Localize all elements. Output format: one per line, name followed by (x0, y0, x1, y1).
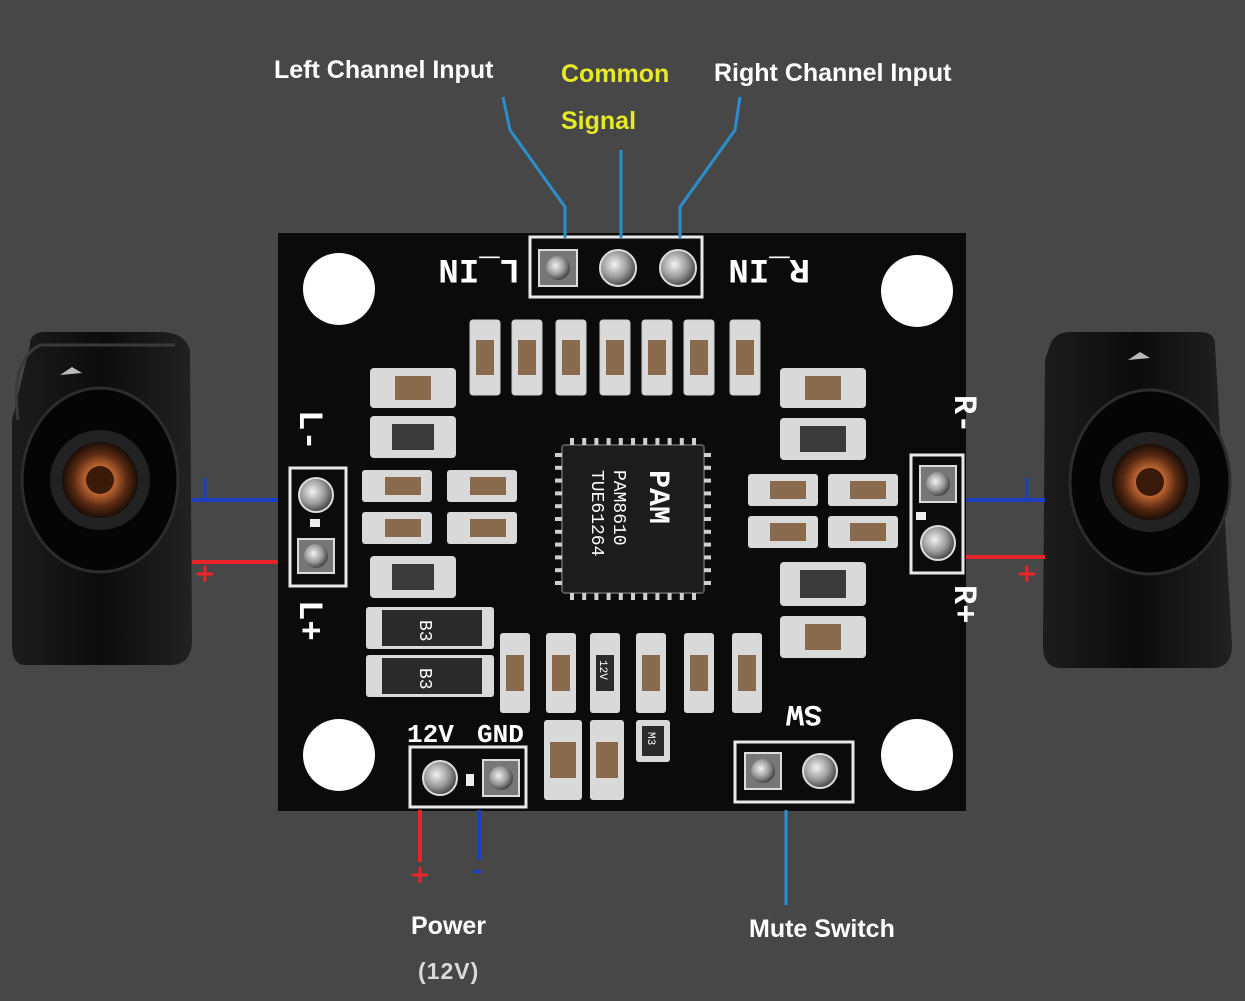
chip-pin (692, 593, 696, 600)
left-speaker-wires (192, 478, 282, 564)
chip-line2: TUE61264 (586, 470, 606, 556)
chip-pin (582, 593, 587, 600)
power-label: Power (411, 912, 487, 940)
chip-pin (594, 438, 599, 445)
chip-pin (555, 555, 562, 560)
chip-pin (555, 517, 562, 521)
chip-pin (570, 593, 574, 600)
diode-label-1: B3 (414, 620, 434, 642)
pam8610-chip (555, 438, 711, 600)
chip-pin (555, 504, 562, 509)
left-channel-input-label: Left Channel Input (274, 56, 494, 84)
mute-switch-label: Mute Switch (749, 915, 895, 943)
chip-pin (555, 542, 562, 547)
chip-pin (704, 478, 711, 483)
power-minus: - (472, 856, 483, 886)
chip-pin (631, 593, 635, 600)
silk-r-in: R_IN (728, 249, 810, 287)
common-label-line1: Common (561, 60, 670, 88)
chip-pin (618, 438, 623, 445)
silk-l-minus: L- (289, 410, 327, 451)
silk-r-plus: R+ (945, 585, 982, 623)
chip-pin (667, 593, 672, 600)
silkscreen-labels: L_IN R_IN L- L+ R- R+ 12V GND SW PAM PAM… (289, 249, 982, 750)
resistor-label: 12V (596, 660, 608, 680)
chip-pin (582, 438, 587, 445)
callout-lines (501, 96, 788, 905)
chip-line1: PAM8610 (608, 470, 628, 546)
chip-pin (555, 478, 562, 483)
chip-pin (704, 453, 711, 457)
chip-pin (692, 438, 696, 445)
chip-pin (704, 465, 711, 470)
chip-pin (618, 593, 623, 600)
silk-12v: 12V (407, 720, 454, 750)
diode-small-label: M3 (644, 732, 656, 745)
chip-pin (679, 438, 684, 445)
chip-pin (667, 438, 672, 445)
chip-pin (631, 438, 635, 445)
right-speaker-wires (965, 478, 1045, 559)
left-speaker-plus: + (194, 559, 216, 589)
silk-r-minus: R- (945, 395, 982, 433)
power-wires (418, 810, 481, 862)
chip-pin (655, 438, 660, 445)
chip-pin (704, 581, 711, 585)
chip-pin (555, 581, 562, 585)
chip-pin (643, 593, 648, 600)
silk-l-plus: L+ (289, 600, 327, 641)
power-voltage-label: (12V) (418, 958, 480, 984)
amplifier-board (278, 233, 966, 811)
chip-pin (679, 593, 684, 600)
silk-gnd: GND (477, 720, 524, 750)
chip-pin (704, 568, 711, 573)
chip-pin (704, 491, 711, 496)
silk-l-in: L_IN (438, 249, 520, 287)
right-speaker (1043, 332, 1232, 668)
chip-pin (594, 593, 599, 600)
chip-pin (555, 529, 562, 534)
chip-pin (555, 491, 562, 496)
silk-sw: SW (786, 696, 822, 730)
chip-pin (555, 568, 562, 573)
chip-pin (643, 438, 648, 445)
chip-pin (555, 453, 562, 457)
chip-pin (606, 438, 611, 445)
right-channel-input-label: Right Channel Input (714, 59, 952, 87)
chip-pin (655, 593, 660, 600)
diode-label-2: B3 (414, 668, 434, 690)
power-plus: + (409, 860, 431, 890)
chip-pin (555, 465, 562, 470)
common-label-line2: Signal (561, 107, 637, 135)
chip-pin (704, 529, 711, 534)
chip-logo: PAM (640, 470, 674, 524)
left-speaker (12, 332, 192, 665)
chip-pin (704, 504, 711, 509)
chip-pin (704, 555, 711, 560)
chip-pin (570, 438, 574, 445)
chip-pin (606, 593, 611, 600)
chip-pin (704, 542, 711, 547)
right-speaker-plus: + (1016, 559, 1038, 589)
chip-pin (704, 517, 711, 521)
